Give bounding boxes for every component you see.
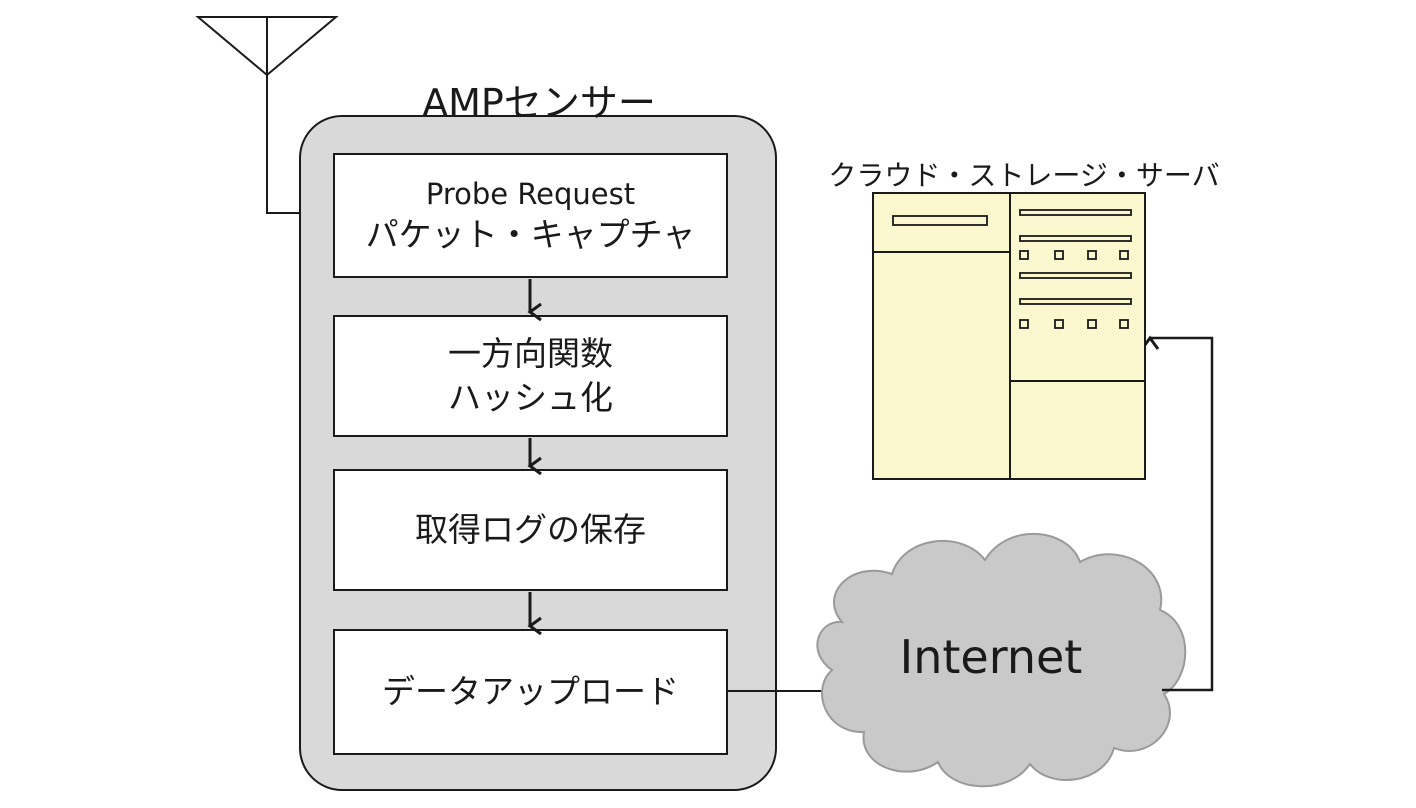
- server-title: クラウド・ストレージ・サーバ: [828, 159, 1220, 192]
- step-capture: Probe Request パケット・キャプチャ: [334, 154, 727, 277]
- sensor-body: [299, 115, 777, 791]
- internet-cloud-icon: [816, 533, 1187, 788]
- internet-label: Internet: [899, 630, 1083, 684]
- step-hash: 一方向関数 ハッシュ化: [334, 316, 727, 436]
- step-capture-line2: パケット・キャプチャ: [365, 214, 696, 254]
- sensor-title: AMPセンサー: [422, 81, 656, 125]
- step-capture-line1: Probe Request: [425, 176, 636, 211]
- step-hash-line1: 一方向関数: [448, 334, 613, 374]
- step-upload: データアップロード: [334, 630, 727, 754]
- step-save-line1: 取得ログの保存: [415, 510, 646, 550]
- step-save: 取得ログの保存: [334, 470, 727, 590]
- server-window: [872, 192, 1146, 480]
- step-upload-line1: データアップロード: [382, 672, 679, 712]
- server-connector: [1140, 335, 1214, 692]
- step-box-capture: [333, 153, 728, 278]
- step-box-save: [333, 469, 728, 591]
- step-hash-line2: ハッシュ化: [448, 378, 613, 417]
- step-box-upload: [333, 629, 728, 755]
- step-box-hash: [333, 315, 728, 437]
